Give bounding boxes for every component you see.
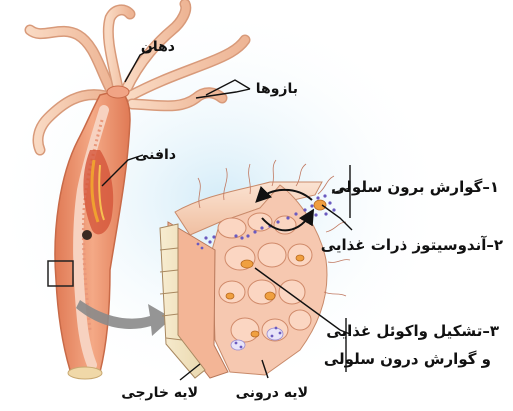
label-mouth: دهان	[141, 40, 175, 54]
label-daphni: دافنی	[135, 148, 176, 162]
step-2-label: ۲–آندوسیتوز ذرات غذایی	[321, 238, 503, 253]
step-3-label: ۳–تشکیل واکوئل غذایی	[326, 324, 499, 339]
label-arms: بازوها	[256, 82, 298, 96]
label-inner-layer: لایه درونی	[236, 386, 308, 400]
step-1-label: ۱–گوارش برون سلولی	[331, 180, 499, 195]
step-3-label-line2: و گوارش درون سلولی	[324, 352, 491, 367]
label-outer-layer: لایه خارجی	[121, 386, 198, 400]
